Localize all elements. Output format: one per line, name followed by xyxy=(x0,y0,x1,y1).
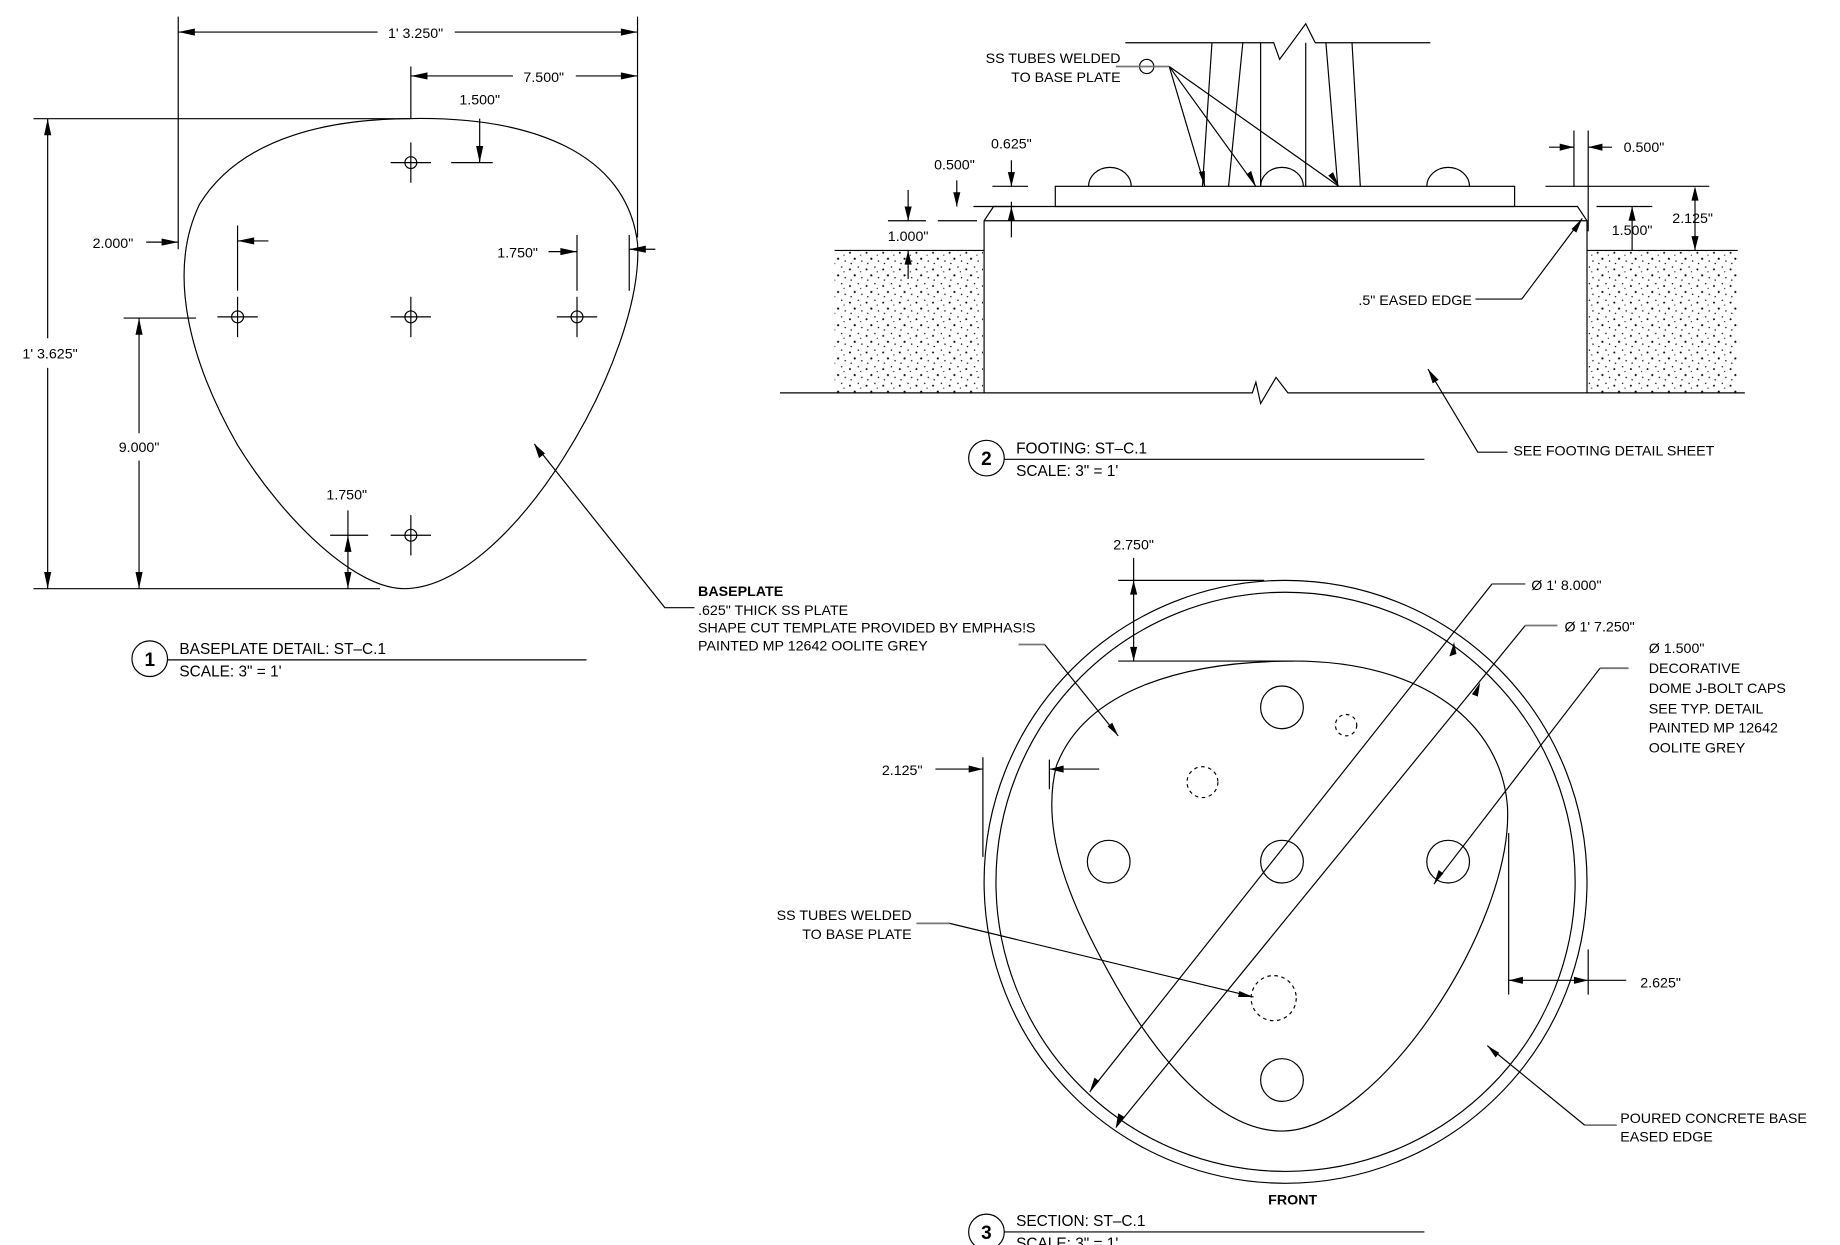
dim-center-to-edge: 7.500" xyxy=(523,70,564,86)
eased-edge-note: .5" EASED EDGE xyxy=(1358,293,1471,309)
dim-right-reveal: 1.500" xyxy=(1612,223,1653,239)
svg-text:SS TUBES WELDED: SS TUBES WELDED xyxy=(986,51,1121,67)
svg-text:TO BASE PLATE: TO BASE PLATE xyxy=(1011,70,1120,86)
ss-tubes xyxy=(1125,22,1431,187)
baseplate-outline xyxy=(183,117,639,590)
dim-plate-thickness: 0.625" xyxy=(991,136,1032,152)
dim-hole-row-height: 9.000" xyxy=(119,440,160,456)
front-label: FRONT xyxy=(1268,1193,1317,1209)
svg-text:SCALE: 3" = 1': SCALE: 3" = 1' xyxy=(179,664,281,681)
dim-inner-diameter: Ø 1' 7.250" xyxy=(1564,619,1634,635)
svg-text:DECORATIVE: DECORATIVE xyxy=(1649,661,1740,677)
svg-text:EASED EDGE: EASED EDGE xyxy=(1620,1130,1713,1146)
dome-cap-holes xyxy=(1086,685,1471,1102)
detail-title-1: 1 BASEPLATE DETAIL: ST–C.1 SCALE: 3" = 1… xyxy=(131,640,587,681)
dim-outer-diameter: Ø 1' 8.000" xyxy=(1531,578,1601,594)
svg-text:DOME J-BOLT CAPS: DOME J-BOLT CAPS xyxy=(1649,681,1786,697)
svg-text:SCALE: 3" = 1': SCALE: 3" = 1' xyxy=(1016,463,1118,480)
svg-text:PAINTED MP 12642: PAINTED MP 12642 xyxy=(1649,720,1778,736)
dim-left-edge: 2.000" xyxy=(93,236,134,252)
svg-text:SECTION: ST–C.1: SECTION: ST–C.1 xyxy=(1016,1213,1145,1230)
svg-text:FOOTING: ST–C.1: FOOTING: ST–C.1 xyxy=(1016,440,1147,457)
svg-text:2: 2 xyxy=(981,449,992,470)
svg-text:SEE TYP. DETAIL: SEE TYP. DETAIL xyxy=(1649,701,1764,717)
svg-text:BASEPLATE: BASEPLATE xyxy=(698,584,783,600)
dim-bottom-hole: 1.750" xyxy=(326,488,367,504)
baseplate-note: BASEPLATE .625" THICK SS PLATE SHAPE CUT… xyxy=(533,443,1036,654)
baseplate-plan-outline xyxy=(1051,660,1509,1132)
svg-text:SHAPE CUT TEMPLATE PROVIDED BY: SHAPE CUT TEMPLATE PROVIDED BY EMPHAS!S xyxy=(698,621,1036,637)
dome-caps xyxy=(1087,166,1471,187)
svg-text:3: 3 xyxy=(981,1223,992,1244)
caps-note: Ø 1.500" DECORATIVE DOME J-BOLT CAPS SEE… xyxy=(1649,641,1786,757)
svg-text:.625" THICK SS PLATE: .625" THICK SS PLATE xyxy=(698,603,848,619)
inner-base-circle xyxy=(995,591,1576,1173)
dim-overall-width: 1' 3.250" xyxy=(388,26,443,42)
outer-base-circle xyxy=(983,579,1588,1184)
dimension-lines xyxy=(33,16,656,590)
footing-detail: SS TUBES WELDED TO BASE PLATE 0.625" 0.5… xyxy=(779,22,1745,480)
detail-title-2: 2 FOOTING: ST–C.1 SCALE: 3" = 1' xyxy=(968,439,1425,480)
soil-right xyxy=(1588,250,1738,393)
dim-right-edge: 1.750" xyxy=(497,246,538,262)
dim-ease: 0.500" xyxy=(934,158,975,174)
baseplate-detail: 1' 3.250" 7.500" 1.500" 2.000" 1.750" 1'… xyxy=(22,16,656,681)
dim-right-offset: 0.500" xyxy=(1624,140,1665,156)
dim-reveal: 1.000" xyxy=(888,229,929,245)
bolt-hole-markers xyxy=(217,142,598,556)
svg-text:BASEPLATE DETAIL: ST–C.1: BASEPLATE DETAIL: ST–C.1 xyxy=(179,641,386,658)
base-plate-section xyxy=(1054,185,1516,208)
svg-text:SCALE: 3" = 1': SCALE: 3" = 1' xyxy=(1016,1236,1118,1245)
tube-locations xyxy=(1186,713,1358,1022)
svg-text:PAINTED MP 12642 OOLITE GREY: PAINTED MP 12642 OOLITE GREY xyxy=(698,638,928,654)
detail-title-3: 3 SECTION: ST–C.1 SCALE: 3" = 1' xyxy=(968,1213,1425,1245)
see-footing-note: SEE FOOTING DETAIL SHEET xyxy=(1513,444,1714,460)
dim-right: 2.625" xyxy=(1640,975,1681,991)
dim-right-total: 2.125" xyxy=(1672,211,1713,227)
svg-text:1: 1 xyxy=(144,650,155,671)
dim-overall-height: 1' 3.625" xyxy=(22,346,77,362)
svg-text:OOLITE GREY: OOLITE GREY xyxy=(1649,740,1746,756)
dim-top: 2.750" xyxy=(1113,538,1154,554)
svg-text:Ø 1.500": Ø 1.500" xyxy=(1649,641,1705,657)
dim-left: 2.125" xyxy=(882,763,923,779)
svg-text:SS TUBES WELDED: SS TUBES WELDED xyxy=(777,908,912,924)
svg-text:TO BASE PLATE: TO BASE PLATE xyxy=(802,927,911,943)
svg-text:POURED CONCRETE BASE: POURED CONCRETE BASE xyxy=(1620,1111,1807,1127)
section-detail: Ø 1' 8.000" Ø 1' 7.250" Ø 1.500" DECORAT… xyxy=(777,538,1807,1245)
concrete-footing xyxy=(983,205,1588,393)
footing-dimensions xyxy=(887,130,1710,279)
dim-top-hole: 1.500" xyxy=(459,92,500,108)
